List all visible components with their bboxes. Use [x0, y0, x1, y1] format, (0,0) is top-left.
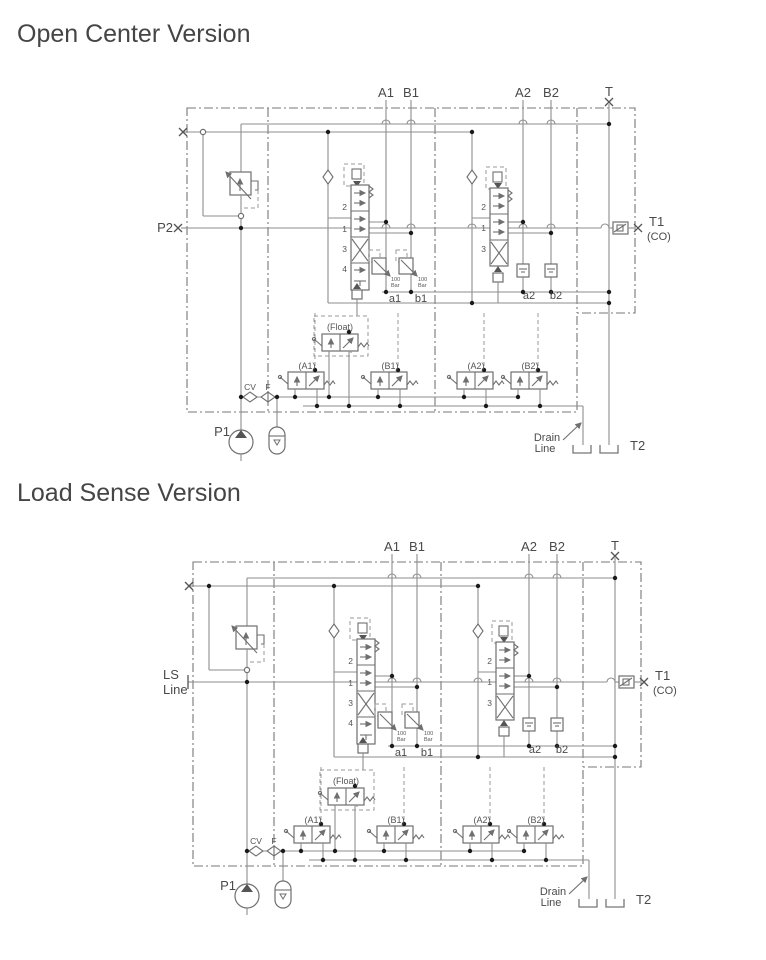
pilot-port-a1: a1 [389, 293, 401, 305]
port-label-t1: T1 [655, 668, 670, 683]
pilot-valve-label-a2: (A2) [473, 815, 490, 825]
pilot-port-b1: b1 [415, 293, 427, 305]
port-label-b2: B2 [543, 85, 559, 100]
spool-pos: 3 [348, 698, 353, 708]
port-label-b1: B1 [409, 539, 425, 554]
pilot-port-b1: b1 [421, 747, 433, 759]
ls-port-label-1: LS [163, 667, 179, 682]
load-sense-diagram: LS Line A1 B1 A2 B2 T T1 (CO) P1 CV F a1… [163, 538, 677, 915]
label-cv: CV [250, 836, 262, 846]
pilot-valve-label-b2: (B2) [527, 815, 544, 825]
port-label-a2: A2 [521, 539, 537, 554]
relief-setting-value: 100 [424, 731, 433, 737]
spool-pos: 1 [481, 223, 486, 233]
open-center-diagram: P2 A1 B1 A2 B2 T T1 (CO) P1 CV F a1 b1 a… [157, 84, 671, 461]
open-center-labels: A1 B1 A2 B2 T T1 (CO) P1 CV F a1 b1 a2 b… [214, 84, 671, 455]
label-f: F [265, 382, 270, 392]
drain-label-1: Drain [534, 432, 560, 444]
label-cv: CV [244, 382, 256, 392]
pilot-valve-label-b1: (B1) [387, 815, 404, 825]
port-label-a1: A1 [378, 85, 394, 100]
port-label-t1: T1 [649, 214, 664, 229]
spool-pos: 1 [487, 677, 492, 687]
port-label-t2: T2 [630, 438, 645, 453]
port-label-a1: A1 [384, 539, 400, 554]
relief-setting-unit: Bar [418, 283, 427, 289]
port-label-b1: B1 [403, 85, 419, 100]
load-sense-title: Load Sense Version [17, 479, 241, 507]
load-sense-labels: A1 B1 A2 B2 T T1 (CO) P1 CV F a1 b1 a2 b… [220, 538, 677, 909]
pilot-port-b2: b2 [550, 290, 562, 302]
port-label-p1: P1 [220, 878, 236, 893]
port-label-t: T [605, 84, 613, 99]
relief-setting-value: 100 [418, 277, 427, 283]
open-center-title: Open Center Version [17, 20, 250, 48]
pilot-port-a2: a2 [529, 744, 541, 756]
spool-pos: 2 [487, 656, 492, 666]
drain-label-2: Line [535, 443, 556, 455]
spool-pos: 3 [342, 244, 347, 254]
pilot-valve-label-float: (Float) [327, 322, 353, 332]
ls-port-label-2: Line [163, 682, 188, 697]
pilot-tap-dot [206, 583, 212, 589]
pilot-port-a1: a1 [395, 747, 407, 759]
spool-pos: 2 [348, 656, 353, 666]
port-label-t: T [611, 538, 619, 553]
spool-pos: 2 [481, 202, 486, 212]
spool-pos: 4 [348, 718, 353, 728]
port-label-p1: P1 [214, 424, 230, 439]
spool-pos: 4 [342, 264, 347, 274]
relief-setting-unit: Bar [391, 283, 400, 289]
spool-pos: 1 [348, 678, 353, 688]
pilot-valve-label-a2: (A2) [467, 361, 484, 371]
relief-setting-unit: Bar [397, 737, 406, 743]
pilot-valve-label-b1: (B1) [381, 361, 398, 371]
pilot-valve-label-a1: (A1) [298, 361, 315, 371]
port-label-b2: B2 [549, 539, 565, 554]
p2-port-mark [173, 223, 183, 233]
drain-label-1: Drain [540, 886, 566, 898]
pilot-valve-label-a1: (A1) [304, 815, 321, 825]
label-f: F [271, 836, 276, 846]
port-label-t2: T2 [636, 892, 651, 907]
spool-pos: 3 [487, 698, 492, 708]
port-label-a2: A2 [515, 85, 531, 100]
spool-pos: 3 [481, 244, 486, 254]
p2-port-label: P2 [157, 220, 173, 235]
spool-pos: 1 [342, 224, 347, 234]
relief-setting-unit: Bar [424, 737, 433, 743]
port-label-t1-sub: (CO) [653, 685, 677, 697]
relief-setting-value: 100 [397, 731, 406, 737]
pilot-valve-label-float: (Float) [333, 776, 359, 786]
pilot-port-a2: a2 [523, 290, 535, 302]
relief-setting-value: 100 [391, 277, 400, 283]
pilot-port-b2: b2 [556, 744, 568, 756]
port-label-t1-sub: (CO) [647, 231, 671, 243]
drain-label-2: Line [541, 897, 562, 909]
pilot-tap-circle [199, 128, 207, 136]
spool-pos: 2 [342, 202, 347, 212]
pilot-valve-label-b2: (B2) [521, 361, 538, 371]
